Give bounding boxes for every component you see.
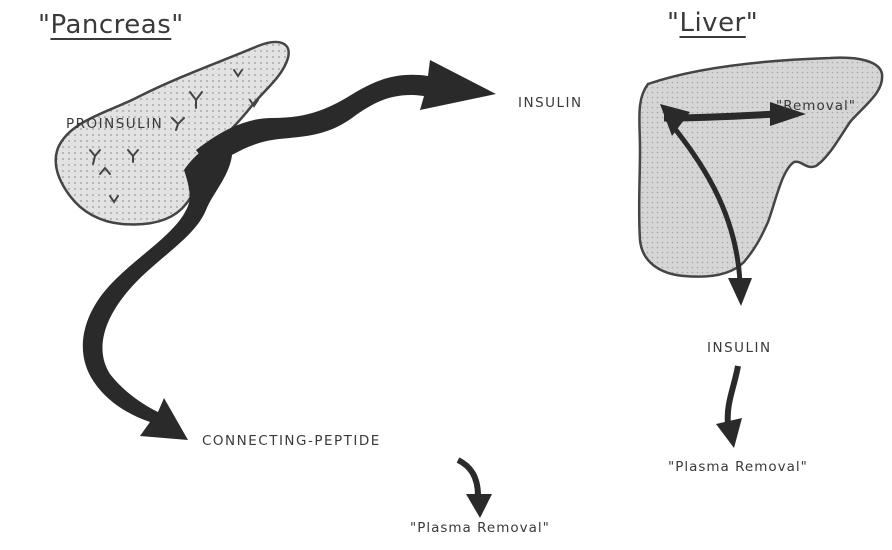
liver-name: Liver — [679, 8, 745, 38]
insulin-to-plasma-arrow — [716, 366, 742, 448]
connecting-peptide-label: CONNECTING-PEPTIDE — [202, 433, 381, 449]
plasma-removal-left-label: "Plasma Removal" — [410, 520, 550, 536]
pancreas-title: "Pancreas" — [38, 10, 184, 40]
liver-quote-open: " — [667, 8, 679, 38]
liver-title: "Liver" — [667, 8, 758, 38]
liver-quote-close: " — [746, 8, 758, 38]
insulin-bottom-label: INSULIN — [707, 340, 772, 356]
pancreas-name: Pancreas — [50, 10, 171, 40]
peptide-to-plasma-arrow — [458, 460, 492, 518]
pancreas-quote-close: " — [171, 10, 183, 40]
insulin-top-label: INSULIN — [518, 95, 583, 111]
plasma-removal-right-label: "Plasma Removal" — [668, 459, 808, 475]
pancreas-quote-open: " — [38, 10, 50, 40]
liver-removal-label: "Removal" — [776, 98, 856, 114]
proinsulin-label: PROINSULIN — [66, 116, 163, 132]
liver-shape — [639, 58, 882, 277]
